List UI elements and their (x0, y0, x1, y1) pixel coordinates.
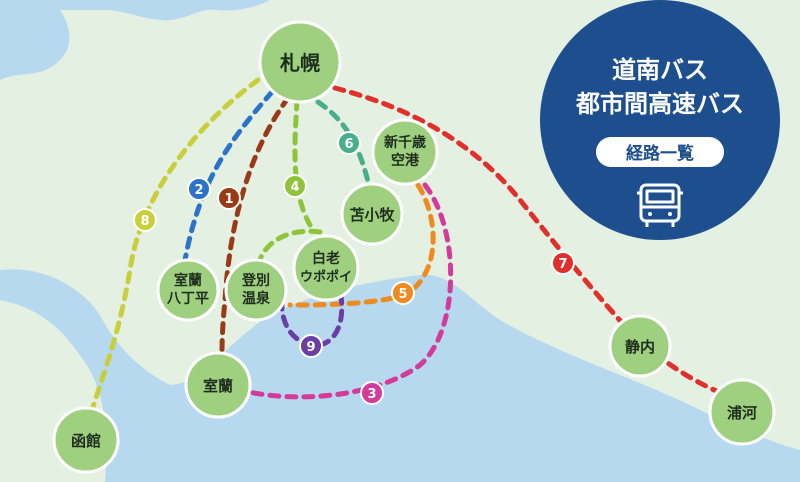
station-tomakomai[interactable]: 苫小牧 (340, 182, 404, 246)
subtitle-label: 経路一覧 (626, 143, 694, 164)
title-line-1: 道南バス (612, 56, 708, 84)
route-line-6[interactable] (315, 99, 373, 193)
station-label: 室蘭 (174, 272, 202, 289)
title-background (540, 0, 780, 240)
route-number: 3 (367, 387, 376, 402)
route-line-4[interactable] (255, 97, 323, 268)
station-label: 浦河 (727, 404, 757, 422)
route-number: 4 (290, 180, 299, 195)
station-noboribetsu-onsen[interactable]: 登別 温泉 (224, 258, 288, 322)
route-badge-9[interactable]: 9 (299, 334, 323, 358)
station-label: 空港 (391, 152, 420, 169)
route-badge-4[interactable]: 4 (283, 174, 307, 198)
sea-left (0, 10, 70, 80)
station-label: 室蘭 (203, 377, 233, 395)
route-badge-8[interactable]: 8 (133, 208, 157, 232)
route-number: 2 (194, 183, 203, 198)
route-number: 9 (306, 340, 315, 355)
station-hakodate[interactable]: 函館 (52, 406, 120, 474)
station-muroran[interactable]: 室蘭 (184, 351, 252, 419)
route-badge-7[interactable]: 7 (551, 251, 575, 275)
route-line-1[interactable] (219, 95, 291, 363)
station-label: 白老 (312, 250, 340, 267)
station-label: 温泉 (242, 290, 271, 307)
station-sapporo[interactable]: 札幌 (258, 20, 342, 104)
station-label: 八丁平 (166, 291, 209, 307)
station-label: 苫小牧 (349, 206, 395, 224)
route-badge-5[interactable]: 5 (391, 281, 415, 305)
route-line-2[interactable] (182, 89, 275, 263)
station-urakawa[interactable]: 浦河 (708, 378, 776, 446)
station-shinchitose-airport[interactable]: 新千歳 空港 (371, 118, 439, 186)
route-line-3[interactable] (237, 182, 454, 400)
bus-icon (637, 183, 683, 227)
station-muroran-hacchodaira[interactable]: 室蘭 八丁平 (156, 258, 220, 322)
route-number: 1 (224, 192, 233, 207)
subtitle-pill (596, 137, 724, 167)
route-badge-1[interactable]: 1 (217, 186, 241, 210)
route-badge-2[interactable]: 2 (187, 177, 211, 201)
sea-top-left (0, 0, 270, 21)
route-number: 5 (398, 287, 407, 302)
station-label: 登別 (241, 272, 270, 289)
route-number: 8 (140, 214, 149, 229)
station-label: 新千歳 (384, 134, 426, 151)
station-label: ウポポイ (300, 269, 352, 285)
title-line-2: 都市間高速バス (575, 90, 744, 118)
station-shizunai[interactable]: 静内 (608, 314, 672, 378)
station-shiraoi-upopoy[interactable]: 白老 ウポポイ (292, 234, 360, 302)
station-label: 静内 (625, 338, 655, 356)
sea-bottom (0, 269, 800, 482)
station-label: 札幌 (279, 51, 320, 75)
route-number: 7 (558, 257, 567, 272)
route-number: 6 (344, 137, 353, 152)
route-lines (89, 77, 743, 413)
route-line-8[interactable] (89, 77, 261, 413)
route-badge-6[interactable]: 6 (337, 131, 361, 155)
title-badge: 道南バス 都市間高速バス 経路一覧 (540, 0, 780, 240)
station-label: 函館 (71, 432, 101, 450)
route-badge-3[interactable]: 3 (360, 381, 384, 405)
